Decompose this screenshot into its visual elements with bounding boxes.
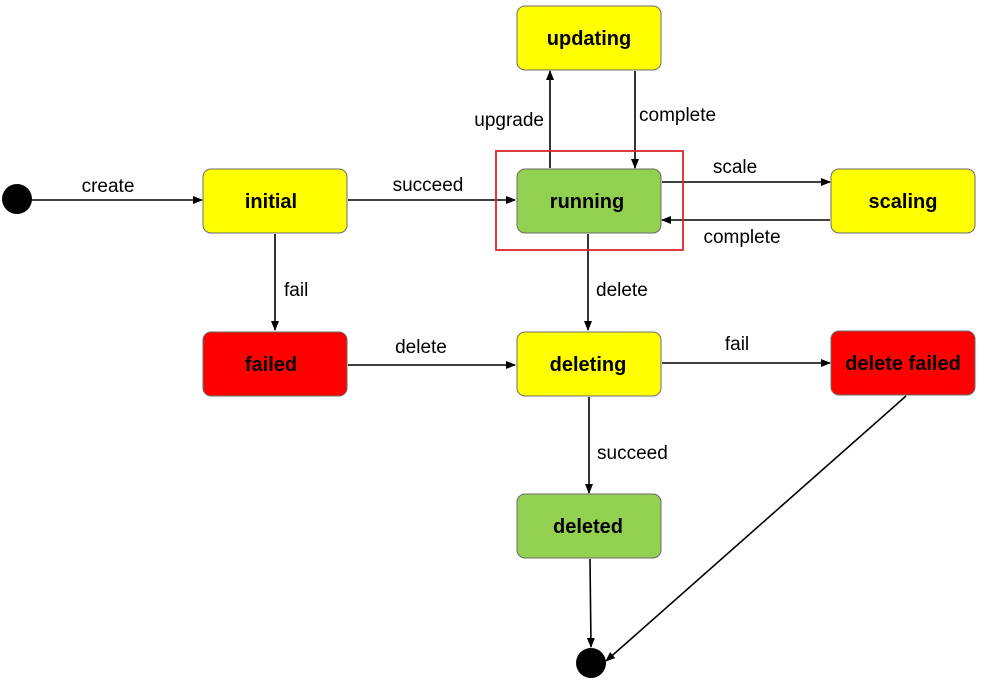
initial-pseudo-state [2,184,32,214]
final-pseudo-state [576,648,606,678]
state-initial-label: initial [245,191,297,213]
state-deleted-box [516,493,662,559]
state-running-label: running [550,191,624,213]
state-deleting-label: deleting [550,354,627,376]
state-updating-label: updating [547,28,631,50]
state-updating[interactable]: updating [516,5,662,71]
running-highlight-frame [495,150,684,251]
label-create: create [82,176,135,197]
edge-delete-failed-final [605,395,907,662]
label-deleting-fail: fail [725,334,749,355]
label-update-complete: complete [639,105,716,126]
label-initial-succeed: succeed [393,175,464,196]
label-scale: scale [713,157,757,178]
label-initial-fail: fail [284,280,308,301]
state-delete-failed-box [830,330,976,396]
state-running-box [516,168,662,234]
state-scaling-box [830,168,976,234]
state-deleted-label: deleted [553,516,623,538]
state-delete-failed[interactable]: delete failed [830,330,976,396]
label-deleting-succeed: succeed [597,443,668,464]
label-failed-delete: delete [395,337,447,358]
state-deleting[interactable]: deleting [516,331,662,397]
state-deleted[interactable]: deleted [516,493,662,559]
state-updating-box [516,5,662,71]
label-scale-complete: complete [703,227,780,248]
transition-labels: create succeed fail upgrade complete sca… [82,105,781,464]
state-initial-box [202,168,348,234]
state-scaling-label: scaling [869,191,938,213]
transitions [31,70,907,662]
state-initial[interactable]: initial [202,168,348,234]
state-delete-failed-label: delete failed [845,353,961,375]
state-scaling[interactable]: scaling [830,168,976,234]
edge-deleted-final [586,558,595,648]
state-deleting-box [516,331,662,397]
label-running-delete: delete [596,280,648,301]
label-upgrade: upgrade [474,110,544,131]
state-failed-label: failed [245,354,297,376]
state-failed-box [202,331,348,397]
state-failed[interactable]: failed [202,331,348,397]
state-running[interactable]: running [516,168,662,234]
